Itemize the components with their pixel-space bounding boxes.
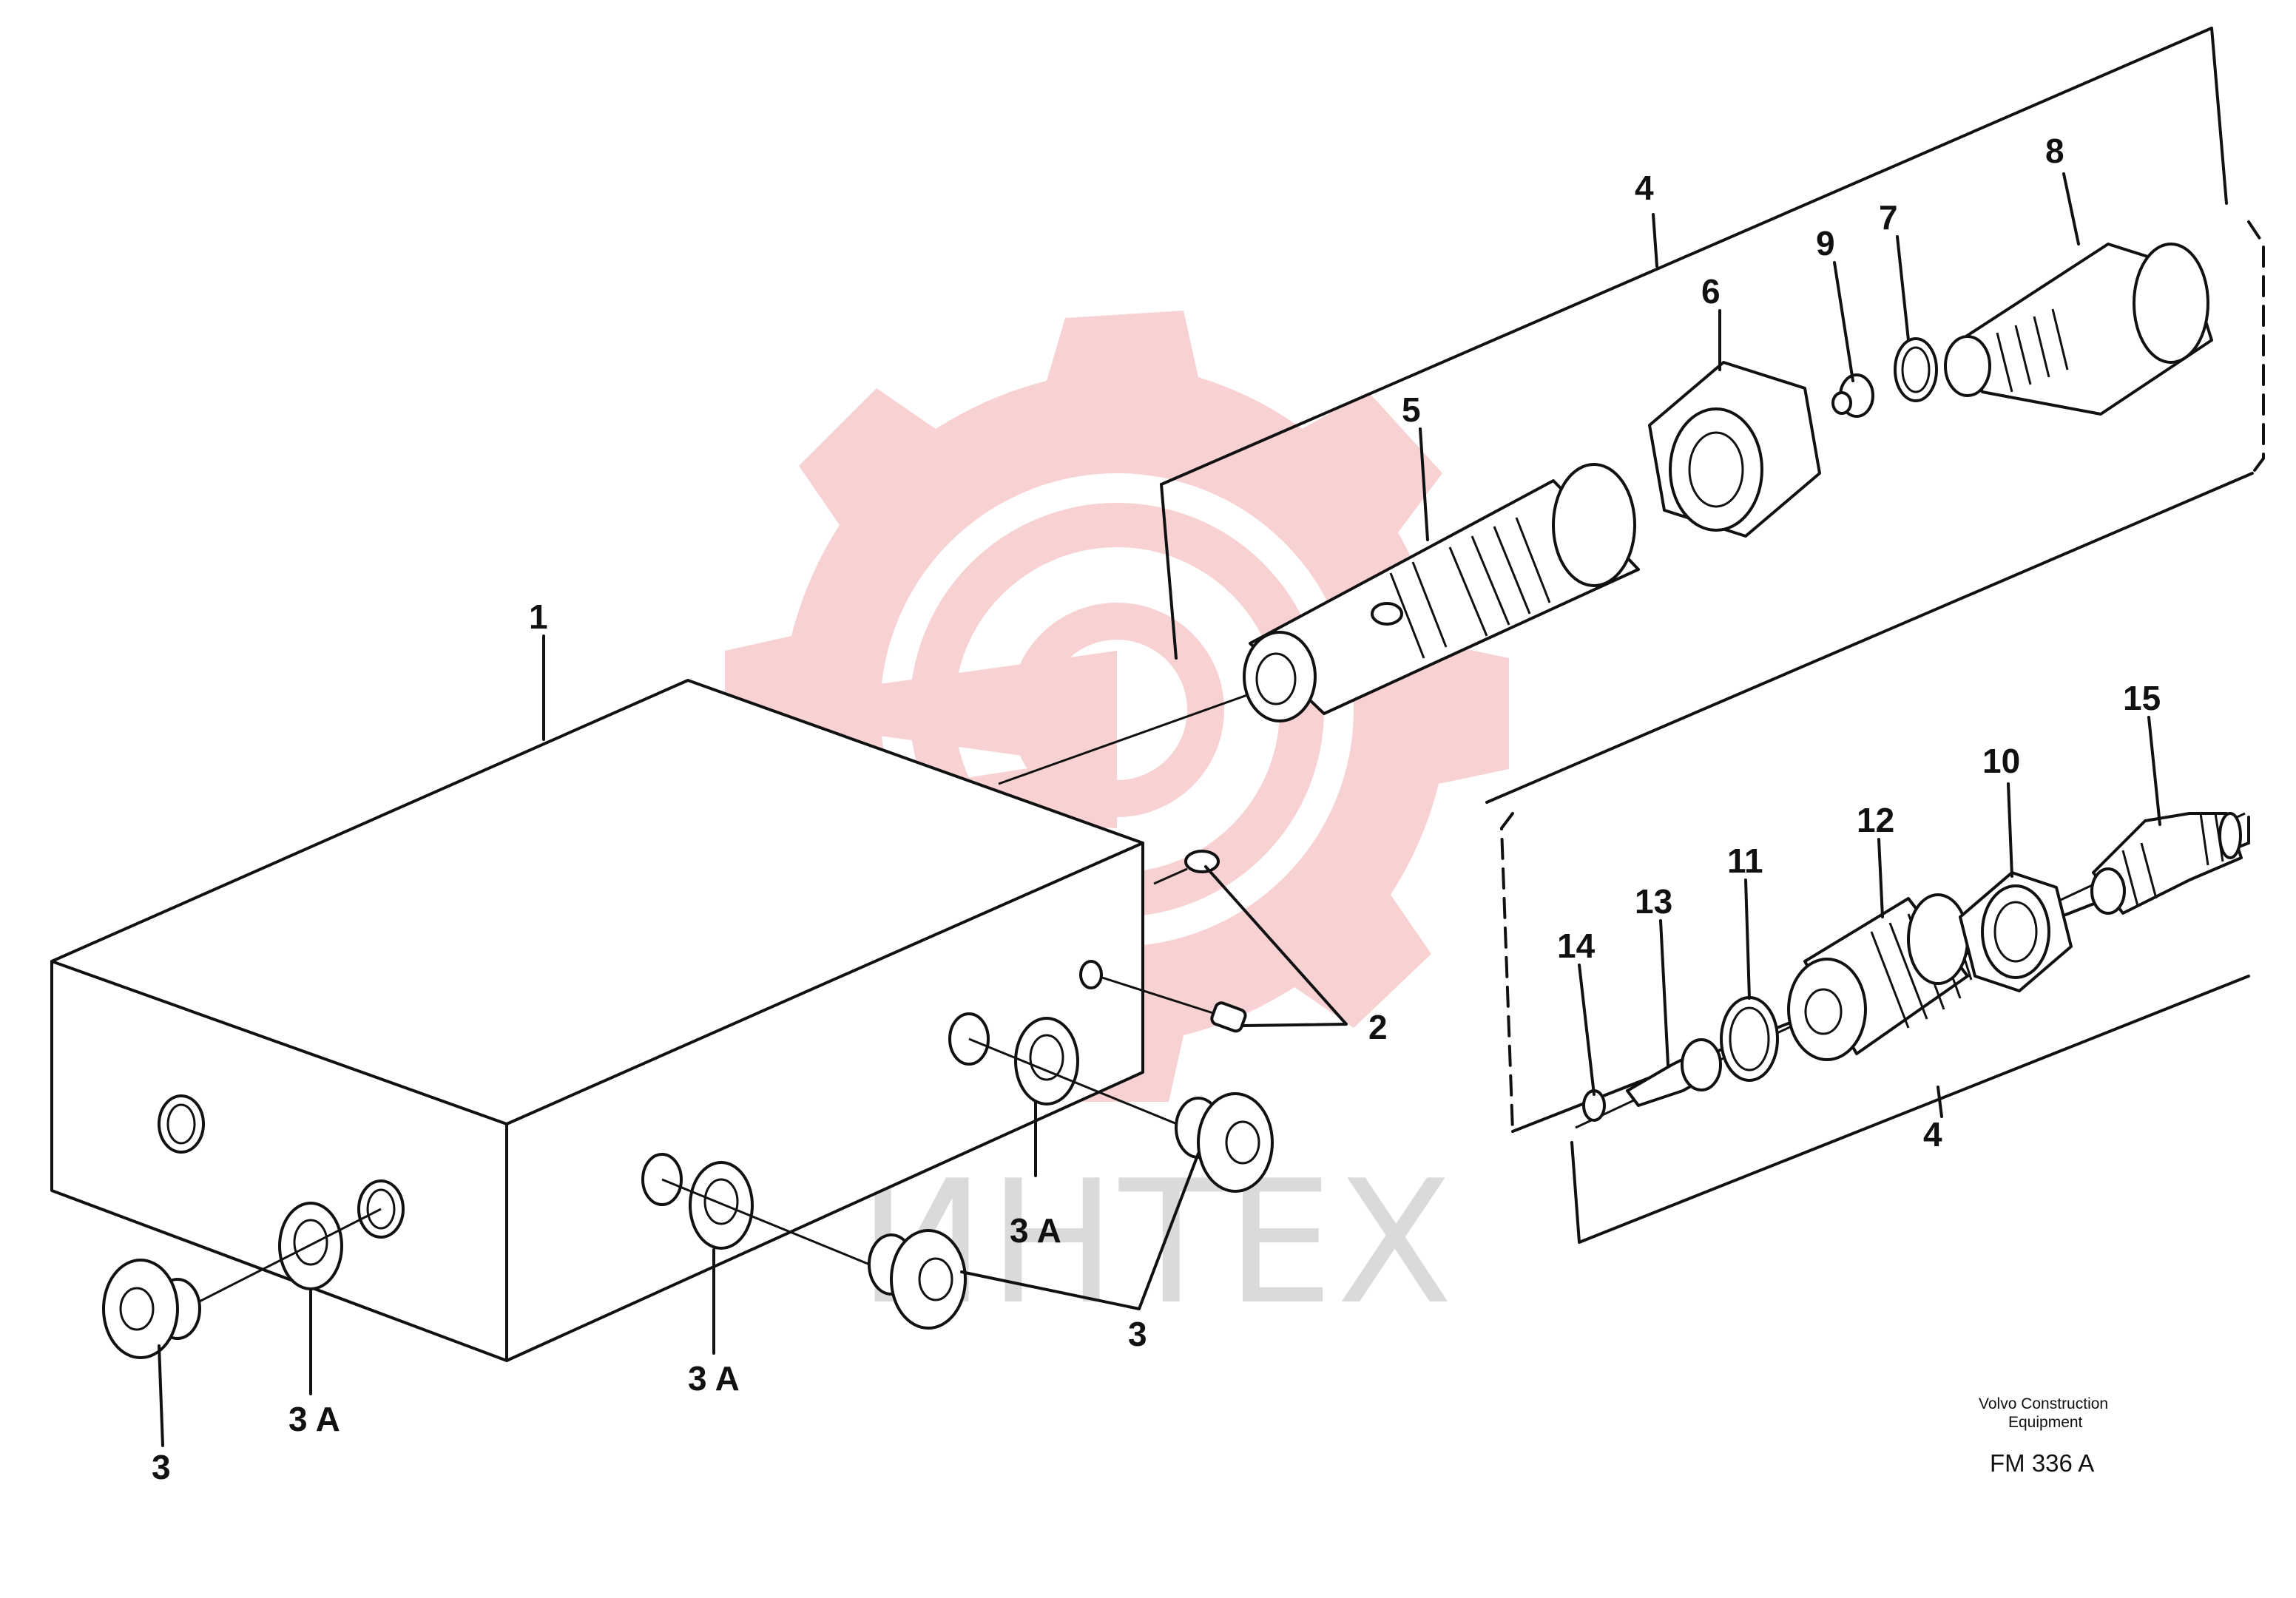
callout-12: 12 [1857,801,1894,839]
plug-lower [1101,976,1247,1033]
callout-10: 10 [1982,742,2020,780]
hex-nut-bottom [1959,871,2073,992]
callout-4-bottom: 4 [1923,1115,1942,1154]
callout-5: 5 [1402,390,1421,429]
callout-2: 2 [1368,1008,1388,1046]
threaded-sleeve [1787,893,1973,1061]
callout-11: 11 [1727,842,1763,880]
cartridge-valve [1243,463,1640,722]
small-poppet [1831,373,1874,418]
callout-8: 8 [2045,132,2064,170]
hex-nut [1648,361,1821,538]
callout-3-right: 3 [1128,1315,1147,1353]
callout-3-left: 3 [152,1448,171,1486]
callout-14: 14 [1557,927,1596,965]
leader-lines [158,172,2161,1447]
o-ring-bottom [1720,996,1779,1082]
caption-maker-line2: Equipment [2008,1414,2083,1431]
callout-13: 13 [1635,882,1672,921]
plug-right-upper [1175,1092,1274,1193]
pin-poppet [1626,1038,1722,1107]
callout-6: 6 [1701,272,1721,311]
callout-3a-middle: 3 A [688,1359,740,1398]
plug-left [102,1259,201,1359]
callout-7: 7 [1879,198,1898,237]
callout-15: 15 [2123,679,2161,717]
o-ring-top [1894,337,1938,402]
seal-washer-middle [689,1161,754,1250]
caption-figure-code: FM 336 A [1990,1449,2094,1477]
callout-3a-right: 3 A [1010,1211,1061,1250]
adapter-fitting [1944,243,2213,416]
caption-maker: Volvo Construction [1979,1395,2108,1412]
callout-1: 1 [529,597,548,636]
plug-right-lower [868,1229,967,1330]
callout-9: 9 [1816,224,1835,263]
plug-upper [1153,850,1220,885]
callout-4-top: 4 [1635,169,1654,207]
adapter-nipple [2090,812,2243,915]
seal-washer-upper [1014,1017,1079,1106]
callout-3a-left: 3 A [288,1400,340,1438]
